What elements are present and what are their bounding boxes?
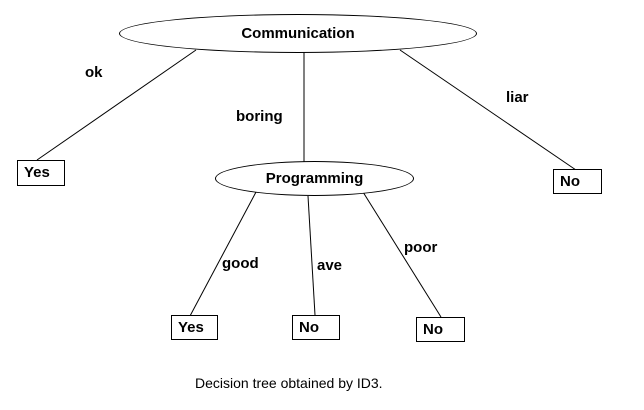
edge-label-poor: poor xyxy=(404,239,438,256)
leaf-no-poor: No xyxy=(416,317,465,342)
edge-label-boring: boring xyxy=(236,108,283,125)
edge-label-good: good xyxy=(222,255,259,272)
edge-label-ave: ave xyxy=(317,257,343,274)
edge-line-ave xyxy=(307,195,316,316)
leaf-no-ave: No xyxy=(292,315,340,340)
leaf-no-liar: No xyxy=(553,169,602,194)
edge-line-liar xyxy=(399,49,577,171)
edge-label-liar: liar xyxy=(506,89,529,106)
leaf-yes-good: Yes xyxy=(171,315,218,340)
diagram-caption: Decision tree obtained by ID3. xyxy=(195,375,383,391)
node-communication: Communication xyxy=(119,14,477,53)
edge-line-good xyxy=(189,191,257,317)
edge-line-poor xyxy=(362,191,442,318)
edge-label-ok: ok xyxy=(85,64,103,81)
node-communication-label: Communication xyxy=(241,25,355,42)
leaf-yes-ok: Yes xyxy=(17,160,65,186)
edge-line-ok xyxy=(36,49,197,161)
node-programming: Programming xyxy=(215,161,414,196)
node-programming-label: Programming xyxy=(265,170,364,187)
